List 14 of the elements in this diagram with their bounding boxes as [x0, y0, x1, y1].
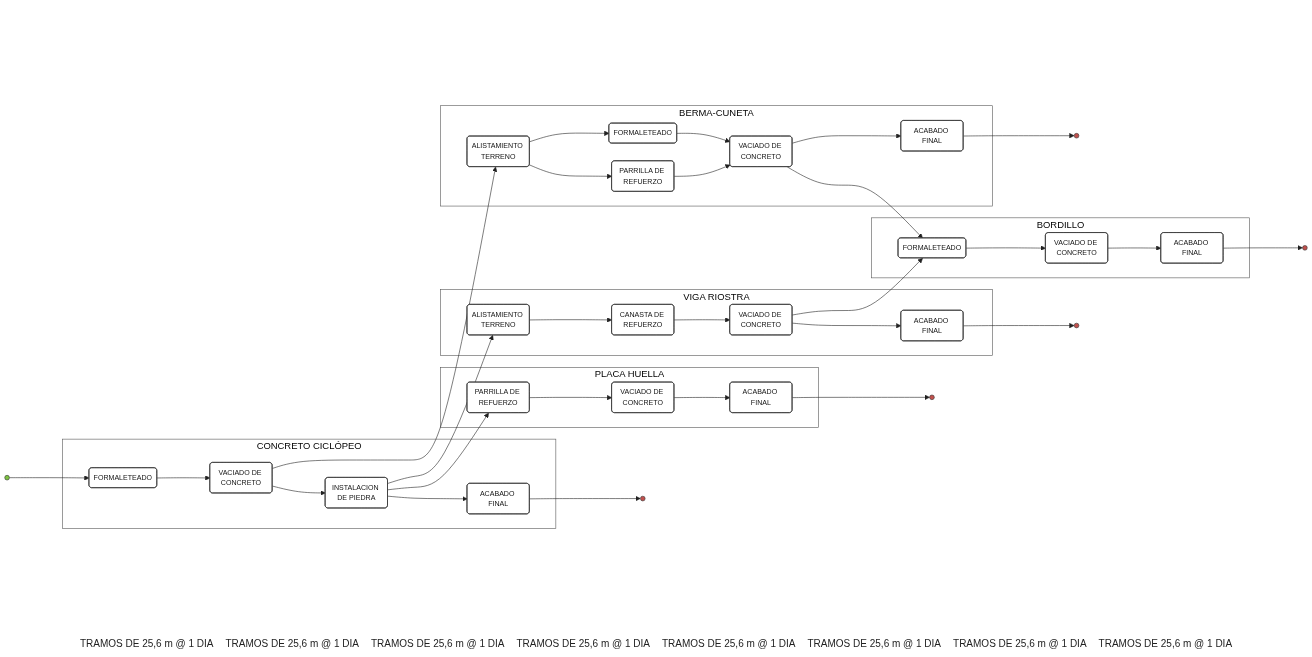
node-circle	[1302, 245, 1308, 251]
node-circle	[929, 394, 935, 400]
dimension-label: TRAMOS DE 25,6 m @ 1 DIA	[79, 638, 214, 649]
dimension-label: TRAMOS DE 25,6 m @ 1 DIA	[516, 638, 650, 649]
dimension-label: TRAMOS DE 25,6 m @ 1 DIA	[662, 638, 796, 649]
dimension-label: TRAMOS DE 25,6 m @ 1 DIA	[1098, 638, 1233, 649]
dimension-label: TRAMOS DE 25,6 m @ 1 DIA	[370, 638, 505, 649]
node-circle	[640, 495, 646, 502]
dimension-label: TRAMOS DE 25,6 m @ 1 DIA	[953, 638, 1087, 649]
node-circle	[1073, 132, 1080, 139]
dimension-label: TRAMOS DE 25,6 m @ 1 DIA	[225, 638, 359, 649]
node-circle	[4, 474, 10, 481]
dimension-label: TRAMOS DE 25,6 m @ 1 DIA	[807, 638, 942, 649]
node-circle	[1073, 322, 1080, 329]
